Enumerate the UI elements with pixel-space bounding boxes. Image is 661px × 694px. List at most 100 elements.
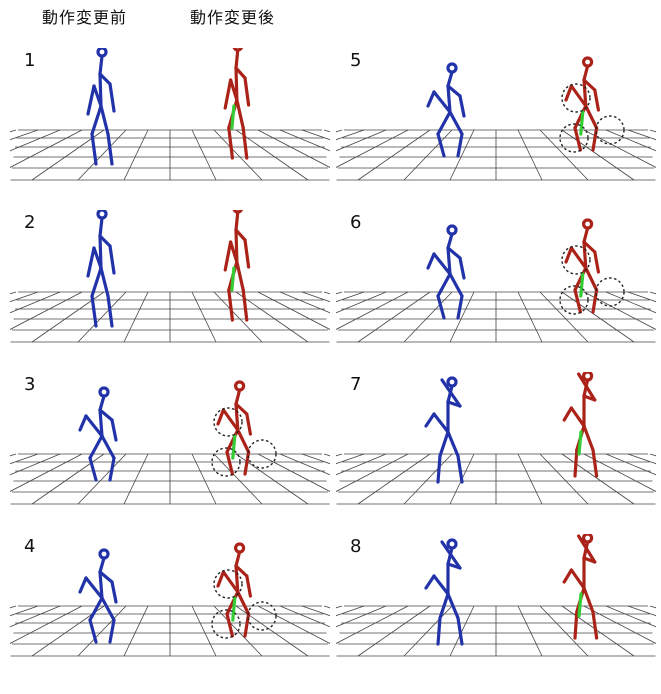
grid-line bbox=[324, 606, 330, 656]
grid-line bbox=[324, 454, 330, 504]
head bbox=[584, 58, 592, 66]
bone bbox=[458, 296, 462, 318]
bone bbox=[571, 570, 584, 588]
before-figure bbox=[80, 550, 116, 642]
grid-line bbox=[540, 292, 588, 342]
grid-line bbox=[650, 606, 656, 656]
grid-line bbox=[10, 606, 82, 656]
bone bbox=[586, 268, 597, 290]
bone bbox=[108, 296, 112, 326]
floor-grid bbox=[336, 130, 656, 180]
bone bbox=[108, 134, 112, 164]
bone bbox=[458, 134, 462, 156]
grid-line bbox=[10, 130, 82, 180]
highlighted-limb bbox=[581, 112, 583, 134]
highlighted-limb bbox=[233, 598, 235, 620]
grid-line bbox=[404, 454, 452, 504]
bone bbox=[245, 78, 249, 105]
head bbox=[100, 388, 108, 396]
bone bbox=[428, 254, 434, 268]
after-figure bbox=[225, 210, 248, 320]
grid-line bbox=[336, 292, 408, 342]
bone bbox=[438, 112, 450, 134]
before-figure bbox=[428, 64, 464, 156]
highlighted-limb bbox=[232, 106, 234, 128]
bone bbox=[586, 106, 597, 128]
panel-2: 2 bbox=[10, 210, 330, 370]
highlighted-limb bbox=[581, 274, 583, 296]
head bbox=[234, 48, 242, 50]
grid-line bbox=[78, 606, 126, 656]
bone bbox=[438, 296, 444, 318]
grid-line bbox=[192, 454, 216, 504]
grid-line bbox=[124, 130, 148, 180]
grid-line bbox=[214, 292, 262, 342]
bone bbox=[80, 416, 86, 430]
panel-5: 5 bbox=[336, 48, 656, 208]
after-header: 動作変更後 bbox=[190, 4, 275, 28]
bone bbox=[434, 576, 448, 594]
panel-figure-stage bbox=[10, 48, 330, 208]
floor-grid bbox=[336, 454, 656, 504]
panel-4: 4 bbox=[10, 534, 330, 694]
bone bbox=[100, 558, 104, 572]
bone bbox=[438, 134, 444, 156]
head bbox=[234, 210, 242, 212]
bone bbox=[438, 618, 440, 644]
head bbox=[236, 544, 244, 552]
grid-line bbox=[336, 130, 342, 180]
grid-line bbox=[336, 454, 342, 504]
bone bbox=[80, 578, 86, 592]
before-figure bbox=[80, 388, 116, 480]
bone bbox=[584, 228, 588, 242]
bone bbox=[247, 576, 251, 596]
grid-line bbox=[518, 454, 542, 504]
bone bbox=[575, 612, 577, 638]
bone bbox=[110, 84, 114, 111]
grid-line bbox=[336, 606, 342, 656]
head bbox=[236, 382, 244, 390]
panel-8: 8 bbox=[336, 534, 656, 694]
grid-line bbox=[10, 606, 16, 656]
bone bbox=[595, 252, 599, 272]
bone bbox=[236, 390, 240, 404]
grid-line bbox=[214, 130, 262, 180]
grid-line bbox=[78, 454, 126, 504]
panel-figure-stage bbox=[336, 48, 656, 208]
bone bbox=[593, 612, 597, 638]
head bbox=[584, 220, 592, 228]
grid-line bbox=[192, 130, 216, 180]
bone bbox=[102, 598, 114, 620]
grid-line bbox=[650, 454, 656, 504]
grid-line bbox=[336, 292, 342, 342]
bone bbox=[448, 432, 458, 456]
after-figure bbox=[225, 48, 248, 158]
grid-line bbox=[124, 606, 148, 656]
bone bbox=[229, 128, 233, 158]
bone bbox=[243, 128, 247, 158]
bone bbox=[571, 408, 584, 426]
head bbox=[448, 226, 456, 234]
bone bbox=[229, 290, 233, 320]
after-figure bbox=[564, 372, 596, 476]
floor-grid bbox=[10, 130, 330, 180]
grid-line bbox=[78, 292, 126, 342]
grid-line bbox=[192, 606, 216, 656]
bone bbox=[448, 234, 452, 248]
bone bbox=[102, 436, 114, 458]
after-figure bbox=[218, 544, 250, 636]
grid-line bbox=[10, 454, 16, 504]
floor-grid bbox=[336, 606, 656, 656]
bone bbox=[595, 90, 599, 110]
bone bbox=[112, 582, 116, 602]
panel-figure-stage bbox=[336, 534, 656, 670]
head bbox=[448, 64, 456, 72]
bone bbox=[90, 436, 102, 458]
bone bbox=[225, 242, 230, 270]
before-figure bbox=[426, 540, 462, 644]
bone bbox=[434, 414, 448, 432]
bone bbox=[110, 246, 114, 273]
grid-line bbox=[10, 292, 16, 342]
bone bbox=[236, 552, 240, 566]
bone bbox=[88, 248, 94, 276]
